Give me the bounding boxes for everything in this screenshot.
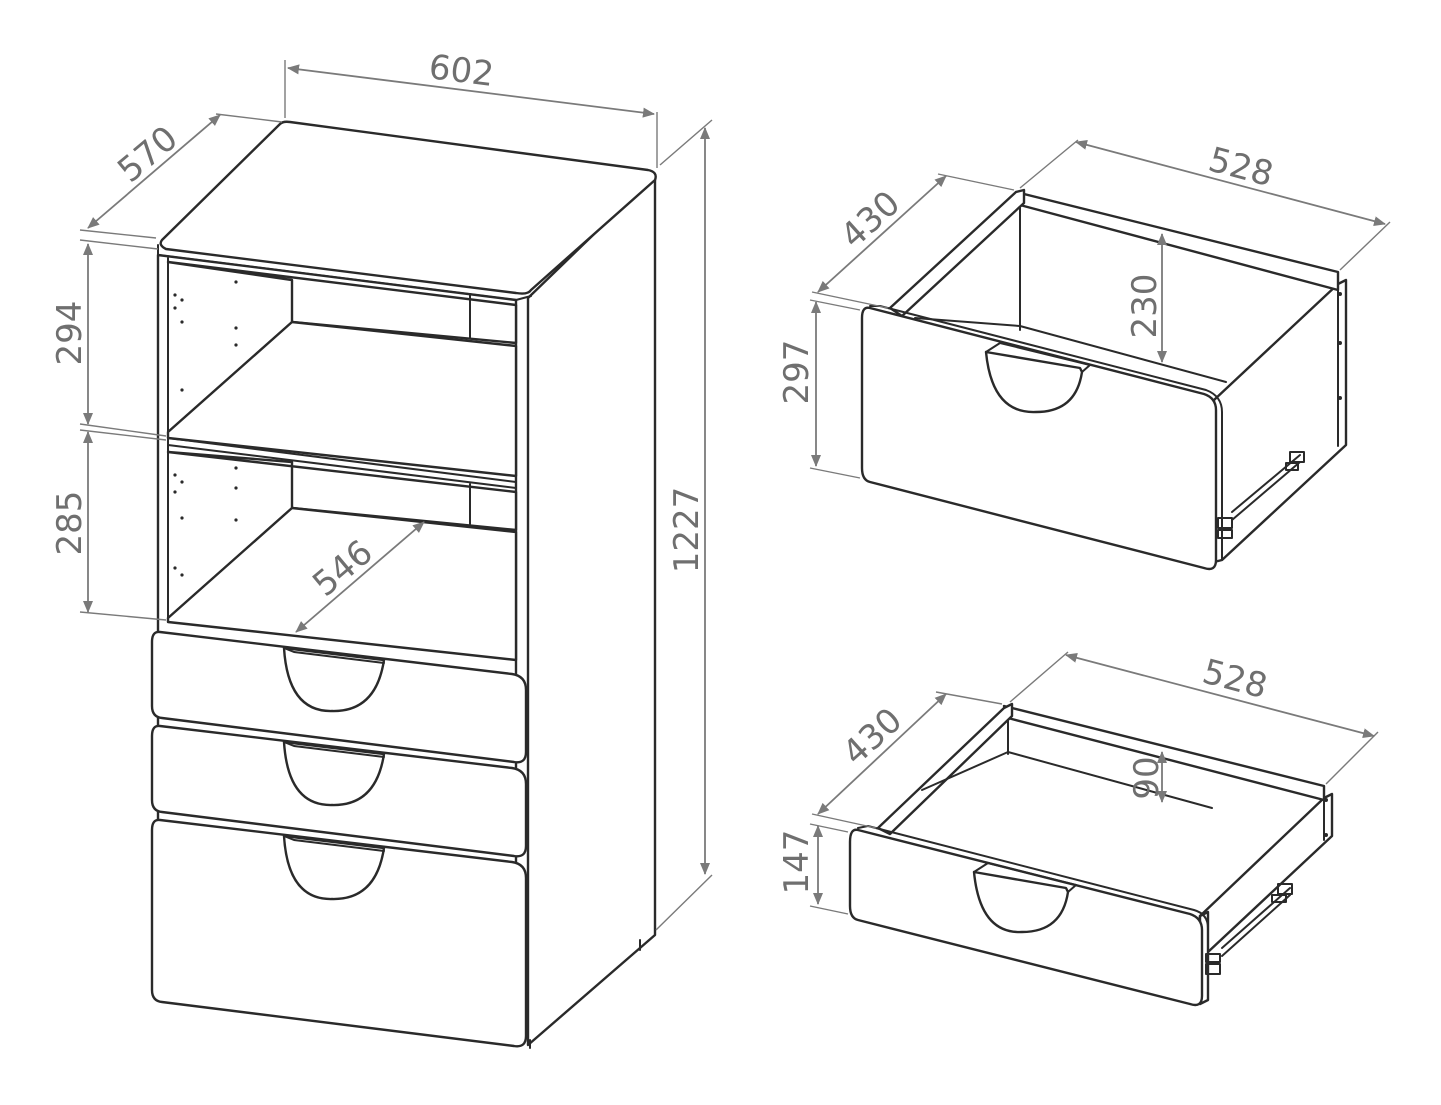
shallow-drawer-front-height-label: 147	[777, 830, 817, 895]
deep-drawer-depth-label: 430	[833, 183, 908, 256]
deep-drawer	[860, 188, 1348, 571]
shelf-pin-holes	[173, 280, 238, 577]
cabinet-drawer-2	[150, 724, 528, 858]
deep-drawer-width-label: 528	[1204, 140, 1277, 195]
upper-shelf-height-label: 294	[50, 301, 90, 366]
cabinet-depth-label: 570	[110, 118, 185, 190]
cabinet-dimensions	[79, 60, 713, 931]
deep-drawer-inner-height-label: 230	[1125, 274, 1165, 339]
shallow-drawer-dimensions	[809, 651, 1379, 915]
shallow-drawer	[848, 702, 1334, 1007]
cabinet-height-label: 1227	[667, 487, 707, 574]
upper-shelf	[166, 320, 518, 478]
cabinet-drawer-1	[150, 630, 528, 764]
cabinet-drawer-3	[150, 818, 528, 1048]
deep-drawer-front-height-label: 297	[777, 340, 817, 405]
lower-shelf-height-label: 285	[50, 491, 90, 556]
shallow-drawer-depth-label: 430	[835, 700, 910, 773]
upper-compartment	[166, 260, 518, 345]
cabinet-width-label: 602	[427, 47, 496, 95]
cabinet-top-panel	[159, 120, 657, 295]
shallow-drawer-inner-height-label: 90	[1127, 756, 1167, 799]
cabinet	[150, 120, 657, 1049]
deep-drawer-dimensions	[809, 139, 1391, 479]
shallow-drawer-width-label: 528	[1198, 652, 1271, 707]
cabinet-side-panel	[526, 173, 657, 1047]
